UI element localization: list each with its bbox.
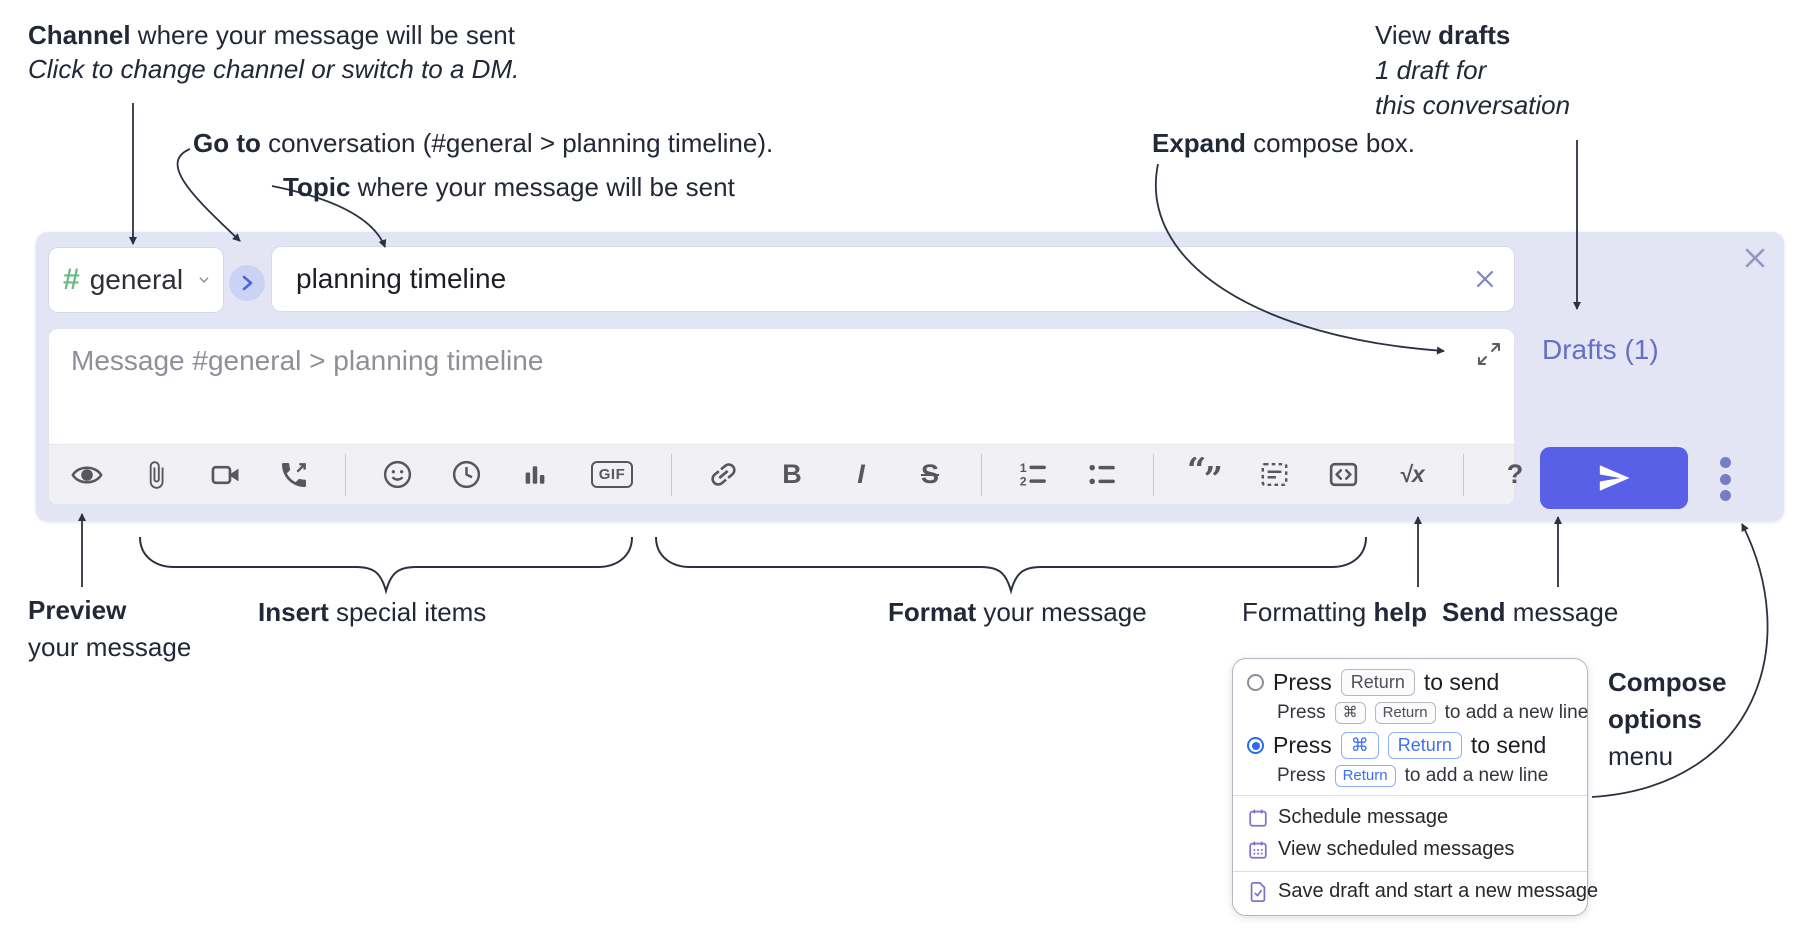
compose-options-menu-button[interactable] (1718, 457, 1732, 501)
italic-icon[interactable]: I (857, 459, 865, 489)
gif-icon[interactable]: GIF (586, 457, 638, 493)
emoji-icon[interactable] (379, 457, 415, 493)
time-clock-icon[interactable] (448, 457, 484, 493)
quote-icon[interactable]: “ ” (1187, 457, 1223, 493)
annotation-preview: Preview your message (28, 595, 192, 662)
strikethrough-icon[interactable]: S (920, 459, 939, 489)
voice-call-icon[interactable] (276, 457, 312, 493)
radio-selected-icon[interactable] (1247, 737, 1264, 754)
annotation-send: Send message (1442, 597, 1619, 627)
kbd-return: Return (1334, 765, 1396, 787)
toolbar-divider (1153, 453, 1154, 496)
annotation-goto: Go to conversation (#general > planning … (193, 128, 774, 158)
compose-toolbar: GIF B I S 1 2 (49, 444, 1523, 504)
kbd-return: Return (1340, 669, 1415, 696)
calendar-grid-icon (1249, 841, 1267, 859)
toolbar-divider (671, 453, 672, 496)
draft-document-icon (1250, 881, 1266, 902)
annotation-format: Format your message (888, 597, 1147, 627)
kbd-return: Return (1374, 702, 1436, 724)
menu-option-enter-to-send[interactable]: Press Return to send (1247, 669, 1499, 696)
menu-divider (1233, 795, 1587, 796)
menu-option2-subtext: Press Return to add a new line (1277, 765, 1549, 787)
topic-input[interactable] (294, 262, 1472, 296)
svg-text:“: “ (1187, 457, 1206, 489)
hash-icon: # (63, 263, 80, 296)
attach-paperclip-icon[interactable] (138, 457, 174, 493)
calendar-icon (1249, 809, 1267, 827)
radio-unselected-icon[interactable] (1247, 674, 1264, 691)
video-call-icon[interactable] (207, 457, 243, 493)
preview-eye-icon[interactable] (69, 457, 105, 493)
link-icon[interactable] (705, 457, 741, 493)
annotation-view-drafts: View drafts 1 draft for this conversatio… (1375, 20, 1571, 120)
svg-text:1: 1 (1019, 461, 1026, 475)
bulleted-list-icon[interactable] (1084, 457, 1120, 493)
drafts-link[interactable]: Drafts (1) (1542, 334, 1659, 365)
spoiler-icon[interactable] (1256, 457, 1292, 493)
clear-topic-icon[interactable] (1472, 266, 1498, 292)
annotation-channel: Channel where your message will be sent … (28, 20, 520, 84)
toolbar-divider (981, 453, 982, 496)
message-input[interactable] (69, 343, 1453, 437)
kbd-return: Return (1387, 732, 1462, 759)
brace-format (655, 536, 1367, 595)
kbd-cmd: ⌘ (1340, 732, 1379, 759)
svg-text:”: ” (1204, 459, 1223, 493)
annotation-compose-options: Compose options menu (1608, 667, 1727, 771)
bold-icon[interactable]: B (782, 459, 802, 489)
numbered-list-icon[interactable]: 1 2 (1015, 457, 1051, 493)
annotation-insert: Insert special items (258, 597, 487, 627)
send-plane-icon (1599, 465, 1630, 491)
topic-input-box (271, 246, 1515, 312)
chevron-right-icon (242, 275, 252, 291)
expand-compose-icon[interactable] (1476, 341, 1502, 367)
kbd-cmd: ⌘ (1334, 702, 1366, 724)
close-compose-icon[interactable] (1740, 243, 1770, 273)
annotation-topic: Topic where your message will be sent (283, 172, 735, 202)
message-box: GIF B I S 1 2 (48, 328, 1523, 505)
menu-item-save-draft[interactable]: Save draft and start a new message (1247, 880, 1598, 903)
menu-divider (1233, 871, 1587, 872)
formatting-help-icon[interactable]: ? (1506, 459, 1524, 489)
menu-item-view-scheduled[interactable]: View scheduled messages (1247, 838, 1514, 861)
toolbar-divider (1463, 453, 1464, 496)
compose-box: # general Drafts (1) (36, 232, 1784, 521)
send-button[interactable] (1540, 447, 1688, 509)
annotation-expand: Expand compose box. (1152, 128, 1416, 158)
compose-options-menu: Press Return to send Press ⌘ Return to a… (1232, 658, 1598, 916)
poll-chart-icon[interactable] (517, 457, 553, 493)
menu-item-schedule-message[interactable]: Schedule message (1247, 806, 1448, 829)
code-icon[interactable] (1325, 457, 1361, 493)
toolbar-divider (345, 453, 346, 496)
svg-text:2: 2 (1019, 475, 1026, 489)
go-to-conversation-button[interactable] (229, 265, 265, 301)
connector-goto (176, 148, 241, 242)
channel-selector[interactable]: # general (48, 247, 224, 313)
chevron-down-icon (199, 277, 209, 283)
menu-option1-subtext: Press ⌘ Return to add a new line (1277, 702, 1589, 724)
menu-option-cmd-enter-to-send[interactable]: Press ⌘ Return to send (1247, 732, 1546, 759)
channel-name: general (89, 264, 184, 295)
annotation-formatting-help: Formatting help (1242, 597, 1427, 627)
brace-insert (139, 536, 633, 595)
math-icon[interactable]: √x (1399, 461, 1425, 487)
